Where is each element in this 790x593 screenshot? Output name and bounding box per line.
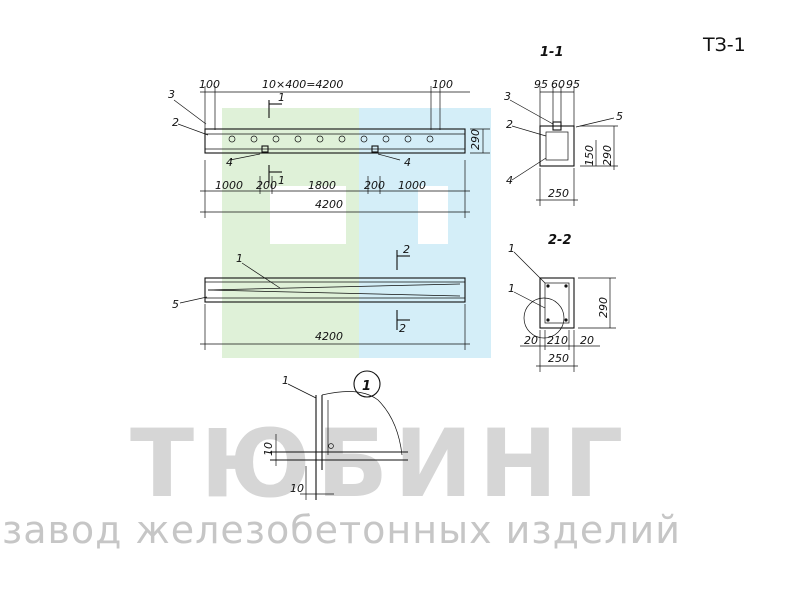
sec22-leader-1b: 1 [508,282,515,295]
leader-3-label: 3 [168,88,175,101]
plan-view: 1 5 2 2 4200 [172,243,470,350]
sec22-dim-c: 20 [580,334,594,347]
dim-b2: 200 [256,179,277,192]
section-mark-2-top: 2 [403,243,410,256]
sec11-dim-b: 60 [551,78,565,91]
plan-leader-5-label: 5 [172,298,179,311]
leader-2-label: 2 [172,116,179,129]
watermark-brand: ТЮБИНГ [130,410,630,519]
dim-height: 290 [469,129,482,150]
dim-b5: 1000 [398,179,426,192]
sec11-leader-5: 5 [616,110,623,123]
sec11-leader-3: 3 [504,90,511,103]
leader-4-left-label: 4 [226,156,233,169]
dim-b3: 1800 [308,179,336,192]
dim-total-plan: 4200 [315,330,343,343]
sec11-dim-h2: 290 [601,145,614,166]
sec11-leader-4: 4 [506,174,513,187]
plan-leader-1-label: 1 [236,252,243,265]
section-mark-1-bottom: 1 [278,174,285,187]
section-mark-1-top: 1 [278,91,285,104]
section-title-11: 1-1 [540,45,564,60]
sec11-dim-a: 95 [534,78,548,91]
sec11-leader-2: 2 [506,118,513,131]
detail-dim-v: 10 [262,442,275,456]
sec22-dim-b: 210 [547,334,568,347]
section-title-22: 2-2 [548,233,572,248]
section-1-1: 1-1 95 60 95 3 2 4 5 150 290 250 [504,45,623,206]
dim-total-elev: 4200 [315,198,343,211]
dim-top-right: 100 [432,78,453,91]
dim-b4: 200 [364,179,385,192]
detail-dim-h: 10 [290,482,304,495]
watermark-tagline: завод железобетонных изделий [2,508,681,552]
dim-top-span: 10×400=4200 [262,78,343,91]
sheet-code: ТЗ-1 [703,34,746,56]
sec22-dim-w: 250 [548,352,569,365]
sec22-dim-h: 290 [597,297,610,318]
dim-top-left: 100 [199,78,220,91]
leader-4-right-label: 4 [404,156,411,169]
sec11-dim-h1: 150 [583,145,596,166]
section-mark-2-bottom: 2 [399,322,406,335]
sec22-leader-1a: 1 [508,242,515,255]
sec22-dim-a: 20 [524,334,538,347]
detail-1: 1 1 10 10 [262,370,408,500]
elevation-view: 100 10×400=4200 100 1 1 3 2 4 4 290 [168,78,490,218]
sec11-dim-w: 250 [548,187,569,200]
dim-b1: 1000 [215,179,243,192]
detail-leader-1: 1 [282,374,289,387]
detail-1-tag: 1 [362,379,371,394]
sec11-dim-c: 95 [566,78,580,91]
section-2-2: 2-2 1 1 290 20 210 20 250 [508,233,616,372]
